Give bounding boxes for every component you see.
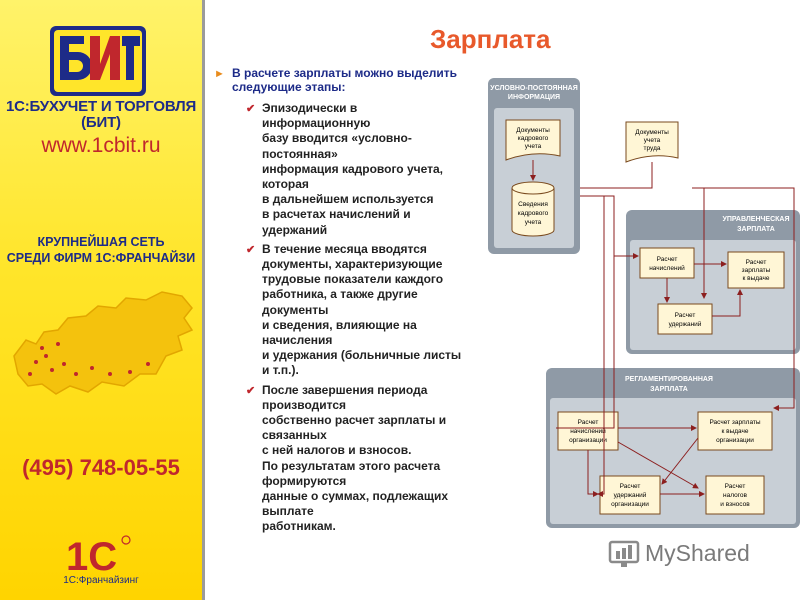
- sidebar: 1С:БУХУЧЕТ И ТОРГОВЛЯ (БИТ) www.1cbit.ru…: [0, 0, 202, 600]
- svg-text:организации: организации: [569, 437, 607, 444]
- svg-text:УПРАВЛЕНЧЕСКАЯ: УПРАВЛЕНЧЕСКАЯ: [722, 216, 789, 223]
- intro-text: В расчете зарплаты можно выделить следую…: [232, 66, 458, 94]
- svg-text:учета: учета: [525, 219, 542, 226]
- node-payout: Расчет зарплаты к выдаче: [727, 251, 785, 289]
- svg-text:Расчет: Расчет: [657, 256, 678, 263]
- list-item: ✔ В течение месяца вводятся документы, х…: [246, 241, 492, 379]
- svg-text:учета: учета: [644, 137, 661, 144]
- svg-text:удержаний: удержаний: [669, 320, 702, 328]
- russia-map-icon: [13, 291, 194, 395]
- svg-text:учета: учета: [525, 143, 542, 150]
- phone-number: (495) 748-05-55: [22, 455, 180, 480]
- list-item: ✔ После завершения периода производится …: [246, 382, 492, 535]
- svg-text:Расчет: Расчет: [578, 419, 599, 426]
- svg-text:кадрового: кадрового: [518, 135, 549, 142]
- slogan-line-2: СРЕДИ ФИРМ 1С:ФРАНЧАЙЗИ: [6, 251, 196, 265]
- check-icon: ✔: [246, 384, 256, 397]
- list-item: ✔ Эпизодически в информационную базу вво…: [246, 101, 492, 238]
- svg-text:и взносов: и взносов: [720, 501, 750, 508]
- svg-text:труда: труда: [644, 145, 661, 152]
- website-link[interactable]: www.1cbit.ru: [41, 134, 161, 157]
- svg-text:ЗАРПЛАТА: ЗАРПЛАТА: [737, 226, 775, 233]
- svg-text:к выдаче: к выдаче: [742, 275, 769, 282]
- group-title-line: УСЛОВНО-ПОСТОЯННАЯ: [490, 85, 578, 92]
- arrow-bullet-icon: ►: [214, 68, 225, 80]
- node-org-taxes: Расчет налогов и взносов: [705, 475, 765, 515]
- franchising-label: 1С:Франчайзинг: [63, 575, 139, 586]
- svg-text:налогов: налогов: [723, 492, 748, 499]
- slogan: КРУПНЕЙШАЯ СЕТЬ СРЕДИ ФИРМ 1С:ФРАНЧАЙЗИ: [0, 234, 202, 266]
- salary-flow-diagram: УСЛОВНО-ПОСТОЯННАЯ ИНФОРМАЦИЯ Документы …: [488, 78, 800, 528]
- svg-text:организации: организации: [611, 501, 649, 508]
- 1c-logo: 1С: [66, 535, 131, 576]
- list-item-text: Эпизодически в информационную базу вводи…: [262, 101, 444, 237]
- db-personnel: Сведения кадрового учета: [511, 181, 555, 237]
- svg-text:начислений: начислений: [570, 427, 606, 435]
- svg-text:начислений: начислений: [649, 264, 685, 272]
- check-icon: ✔: [246, 243, 256, 256]
- check-icon: ✔: [246, 103, 256, 115]
- node-org-deductions: Расчет удержаний организации: [599, 475, 661, 515]
- node-org-payout: Расчет зарплаты к выдаче организации: [697, 411, 773, 451]
- bit-logo: [50, 26, 146, 96]
- doc-labor: Документы учета труда: [625, 121, 679, 163]
- svg-text:Расчет: Расчет: [725, 483, 746, 490]
- node-org-accruals: Расчет начислений организации: [557, 411, 619, 451]
- node-accruals: Расчет начислений: [639, 247, 695, 279]
- diagram-arrows: [556, 162, 795, 497]
- doc-personnel: Документы кадрового учета: [505, 119, 561, 161]
- stage-list: ✔ Эпизодически в информационную базу вво…: [246, 101, 492, 539]
- svg-text:Расчет: Расчет: [746, 259, 767, 266]
- svg-text:Расчет: Расчет: [675, 312, 696, 319]
- list-item-text: В течение месяца вводятся документы, хар…: [262, 241, 462, 378]
- group-title-line: ИНФОРМАЦИЯ: [508, 94, 560, 101]
- brand-abbr: (БИТ): [81, 114, 121, 131]
- svg-text:ЗАРПЛАТА: ЗАРПЛАТА: [650, 386, 688, 393]
- svg-text:организации: организации: [716, 437, 754, 444]
- svg-text:Документы: Документы: [635, 129, 669, 136]
- svg-text:кадрового: кадрового: [518, 210, 549, 217]
- sidebar-divider: [202, 0, 205, 600]
- svg-text:зарплаты: зарплаты: [742, 267, 771, 274]
- svg-text:Документы: Документы: [516, 127, 550, 134]
- svg-text:Сведения: Сведения: [518, 201, 548, 208]
- brand-name: 1С:БУХУЧЕТ И ТОРГОВЛЯ: [5, 98, 197, 115]
- myshared-logo-icon: [608, 540, 640, 567]
- svg-text:к выдаче: к выдаче: [721, 428, 748, 435]
- watermark-text: MyShared: [645, 540, 750, 566]
- 1c-logo-text: 1С: [66, 535, 117, 576]
- svg-text:РЕГЛАМЕНТИРОВАННАЯ: РЕГЛАМЕНТИРОВАННАЯ: [625, 376, 713, 383]
- node-deductions: Расчет удержаний: [657, 303, 713, 335]
- list-item-text: После завершения периода производится со…: [262, 382, 449, 534]
- svg-text:Расчет: Расчет: [620, 483, 641, 490]
- svg-text:удержаний: удержаний: [614, 491, 647, 499]
- page-title: Зарплата: [430, 24, 551, 54]
- slogan-line-1: КРУПНЕЙШАЯ СЕТЬ: [37, 235, 165, 249]
- svg-text:Расчет зарплаты: Расчет зарплаты: [709, 419, 760, 426]
